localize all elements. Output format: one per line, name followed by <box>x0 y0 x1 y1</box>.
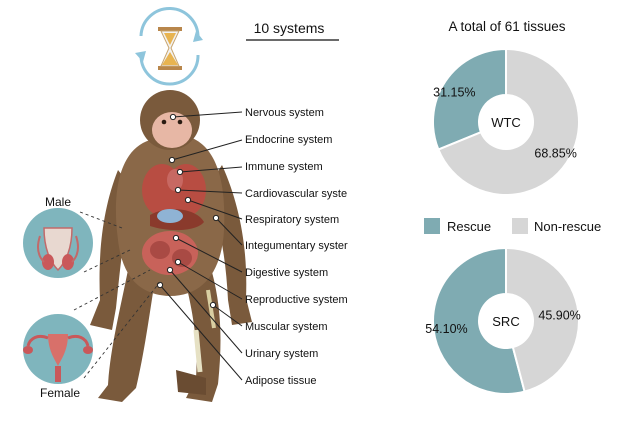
donut-slice-nonrescue <box>505 246 580 393</box>
legend-label-nonrescue: Non-rescue <box>534 219 601 234</box>
male-reproductive-inset <box>23 208 93 278</box>
donut-slice-rescue <box>432 47 507 151</box>
donut-value-label-rescue: 54.10% <box>425 322 467 336</box>
donut-center-label: SRC <box>492 314 519 329</box>
systems-title: 10 systems <box>254 20 325 36</box>
system-label: Reproductive system <box>245 294 348 306</box>
donut-value-label-nonrescue: 45.90% <box>538 309 580 323</box>
monkey-illustration <box>90 90 252 402</box>
donut-chart-src: 54.10% 45.90% SRC <box>425 246 581 395</box>
donut-slice-rescue <box>432 246 526 395</box>
tissues-title: A total of 61 tissues <box>448 19 565 34</box>
system-label: Integumentary syster <box>245 240 348 252</box>
donut-chart-wtc: 31.15% 68.85% WTC <box>432 47 580 196</box>
system-label: Digestive system <box>245 267 328 279</box>
system-label: Endocrine system <box>245 134 332 146</box>
system-label: Immune system <box>245 161 323 173</box>
inset-connectors <box>73 211 161 379</box>
system-label: Urinary system <box>245 348 318 360</box>
leader-lines <box>159 111 243 381</box>
donut-slice-nonrescue <box>437 47 580 196</box>
female-label: Female <box>40 386 80 400</box>
system-label: Cardiovascular syste <box>245 188 347 200</box>
male-label: Male <box>45 195 71 209</box>
system-labels: Nervous system Endocrine system Immune s… <box>245 107 348 387</box>
donut-value-label-rescue: 31.15% <box>433 85 475 99</box>
system-label: Adipose tissue <box>245 375 317 387</box>
donut-value-label-nonrescue: 68.85% <box>534 147 576 161</box>
hourglass-icon <box>135 7 203 86</box>
legend-swatch-nonrescue <box>512 218 528 234</box>
donut-center-label: WTC <box>491 115 521 130</box>
legend-label-rescue: Rescue <box>447 219 491 234</box>
legend-swatch-rescue <box>424 218 440 234</box>
system-label: Respiratory system <box>245 214 339 226</box>
female-reproductive-inset <box>23 314 93 384</box>
system-label: Nervous system <box>245 107 324 119</box>
system-label: Muscular system <box>245 321 328 333</box>
leader-endpoints <box>156 113 220 309</box>
